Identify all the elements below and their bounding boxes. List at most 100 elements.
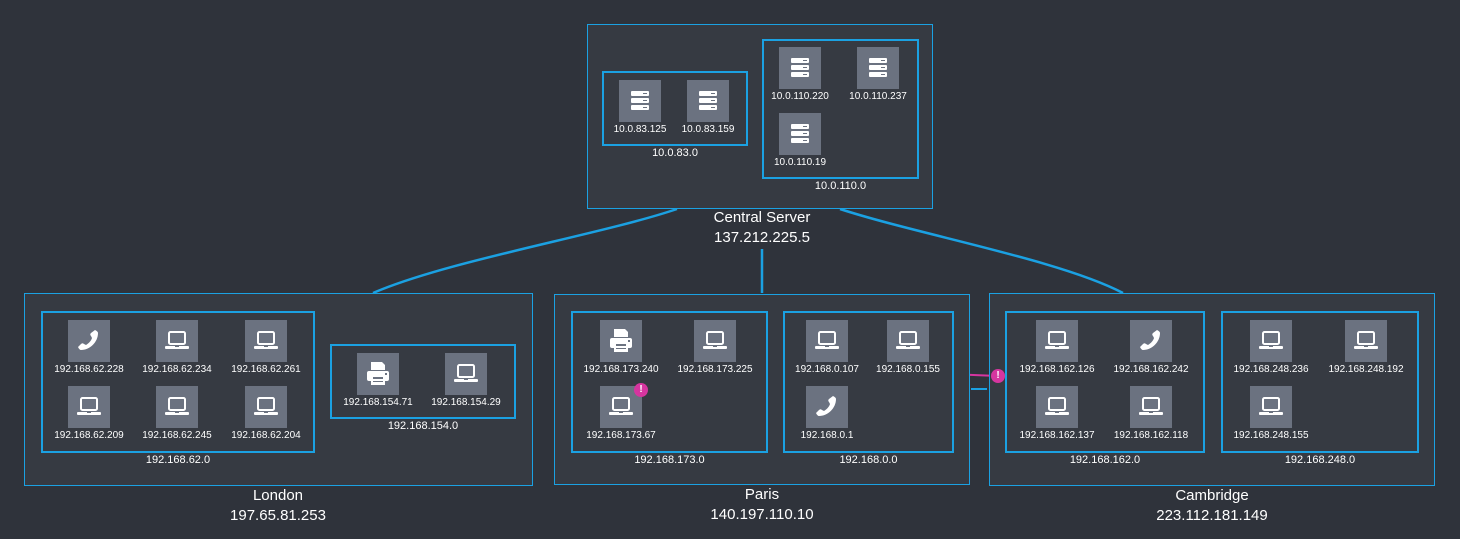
printer-icon	[367, 362, 389, 385]
node-label: 10.0.110.237	[849, 91, 907, 102]
node-192-168-154-71[interactable]	[357, 353, 399, 395]
alert-badge[interactable]: !	[634, 383, 648, 397]
node-label: 192.168.173.67	[586, 430, 656, 441]
node-192-168-0-155[interactable]	[887, 320, 929, 362]
laptop-icon	[77, 397, 101, 415]
node-192-168-162-118[interactable]	[1130, 386, 1172, 428]
group-london-ip: 197.65.81.253	[230, 507, 326, 524]
node-192-168-62-209[interactable]	[68, 386, 110, 428]
node-192-168-0-1[interactable]	[806, 386, 848, 428]
laptop-icon	[703, 331, 727, 349]
node-label: 192.168.154.29	[431, 397, 501, 408]
node-192-168-62-261[interactable]	[245, 320, 287, 362]
node-10-0-83-125[interactable]	[619, 80, 661, 122]
group-cambridge-name: Cambridge	[1175, 487, 1249, 504]
laptop-icon	[1139, 397, 1163, 415]
node-label: 192.168.162.137	[1019, 430, 1095, 441]
subnet-label: 10.0.83.0	[652, 147, 698, 159]
node-label: 192.168.248.236	[1233, 364, 1309, 375]
node-label: 192.168.0.155	[876, 364, 940, 375]
node-label: 192.168.62.204	[231, 430, 301, 441]
node-10-0-110-220[interactable]	[779, 47, 821, 89]
laptop-icon	[815, 331, 839, 349]
node-192-168-62-228[interactable]	[68, 320, 110, 362]
node-192-168-162-126[interactable]	[1036, 320, 1078, 362]
node-label: 192.168.248.192	[1328, 364, 1404, 375]
link-central-cambridge	[839, 207, 1124, 295]
server-icon	[791, 124, 809, 143]
node-label: 10.0.110.220	[771, 91, 829, 102]
node-label: 192.168.162.118	[1113, 430, 1189, 441]
laptop-icon	[1259, 331, 1283, 349]
node-label: 192.168.0.1	[800, 430, 854, 441]
subnet-label: 192.168.154.0	[387, 420, 459, 432]
node-label: 10.0.83.159	[681, 124, 735, 135]
node-label: 192.168.173.225	[677, 364, 753, 375]
server-icon	[699, 91, 717, 110]
phone-icon	[816, 396, 836, 416]
subnet-label: 192.168.173.0	[634, 454, 705, 466]
node-192-168-154-29[interactable]	[445, 353, 487, 395]
laptop-icon	[454, 364, 478, 382]
node-label: 192.168.0.107	[795, 364, 859, 375]
node-label: 192.168.62.234	[142, 364, 212, 375]
node-192-168-162-137[interactable]	[1036, 386, 1078, 428]
laptop-icon	[254, 331, 278, 349]
laptop-icon	[1259, 397, 1283, 415]
group-cambridge-ip: 223.112.181.149	[1156, 507, 1268, 524]
node-192-168-62-245[interactable]	[156, 386, 198, 428]
subnet-label: 192.168.248.0	[1284, 454, 1356, 466]
server-icon	[869, 58, 887, 77]
node-label: 10.0.110.19	[773, 157, 827, 168]
laptop-icon	[896, 331, 920, 349]
link-central-london	[372, 207, 678, 295]
laptop-icon	[254, 397, 278, 415]
node-label: 192.168.154.71	[343, 397, 413, 408]
laptop-icon	[165, 331, 189, 349]
node-10-0-110-237[interactable]	[857, 47, 899, 89]
laptop-icon	[1045, 397, 1069, 415]
node-label: 192.168.173.240	[583, 364, 659, 375]
subnet-label: 192.168.162.0	[1069, 454, 1141, 466]
node-label: 192.168.62.245	[142, 430, 212, 441]
node-192-168-173-67[interactable]	[600, 386, 642, 428]
node-192-168-162-242[interactable]	[1130, 320, 1172, 362]
node-label: 192.168.162.126	[1019, 364, 1095, 375]
subnet-label: 192.168.62.0	[145, 454, 211, 466]
laptop-icon	[1354, 331, 1378, 349]
node-10-0-83-159[interactable]	[687, 80, 729, 122]
node-192-168-173-225[interactable]	[694, 320, 736, 362]
laptop-icon	[1045, 331, 1069, 349]
node-192-168-0-107[interactable]	[806, 320, 848, 362]
server-icon	[631, 91, 649, 110]
printer-icon	[610, 329, 632, 352]
phone-icon	[1140, 330, 1160, 350]
node-192-168-248-192[interactable]	[1345, 320, 1387, 362]
alert-link-badge[interactable]: !	[991, 369, 1005, 383]
group-paris-ip: 140.197.110.10	[710, 506, 814, 523]
node-192-168-173-240[interactable]	[600, 320, 642, 362]
subnet-label: 192.168.0.0	[839, 454, 898, 466]
group-central-ip: 137.212.225.5	[714, 229, 810, 246]
laptop-icon	[165, 397, 189, 415]
node-label: 192.168.62.261	[231, 364, 301, 375]
node-192-168-248-155[interactable]	[1250, 386, 1292, 428]
node-label: 192.168.62.209	[54, 430, 124, 441]
group-london-name: London	[252, 487, 304, 504]
group-paris-name: Paris	[744, 486, 780, 503]
node-192-168-62-234[interactable]	[156, 320, 198, 362]
node-192-168-62-204[interactable]	[245, 386, 287, 428]
trunk-links	[372, 207, 1124, 390]
node-10-0-110-19[interactable]	[779, 113, 821, 155]
subnet-label: 10.0.110.0	[814, 180, 867, 192]
server-icon	[791, 58, 809, 77]
node-label: 192.168.62.228	[54, 364, 124, 375]
node-label: 192.168.162.242	[1113, 364, 1189, 375]
node-label: 10.0.83.125	[613, 124, 667, 135]
phone-icon	[78, 330, 98, 350]
laptop-icon	[609, 397, 633, 415]
group-central-name: Central Server	[713, 209, 811, 226]
node-192-168-248-236[interactable]	[1250, 320, 1292, 362]
node-label: 192.168.248.155	[1233, 430, 1309, 441]
